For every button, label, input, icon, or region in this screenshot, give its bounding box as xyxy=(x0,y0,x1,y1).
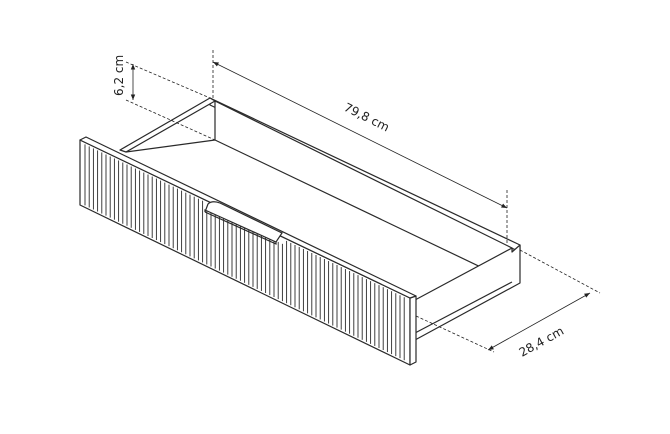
length-dimension-line xyxy=(212,61,508,209)
depth-dimension-line xyxy=(487,292,591,351)
front-ribs xyxy=(84,144,405,361)
drawer-left-side xyxy=(119,97,216,153)
drawer-front-edge xyxy=(409,295,417,366)
depth-label: 28,4 cm xyxy=(517,324,566,360)
height-label: 6,2 cm xyxy=(112,55,126,96)
